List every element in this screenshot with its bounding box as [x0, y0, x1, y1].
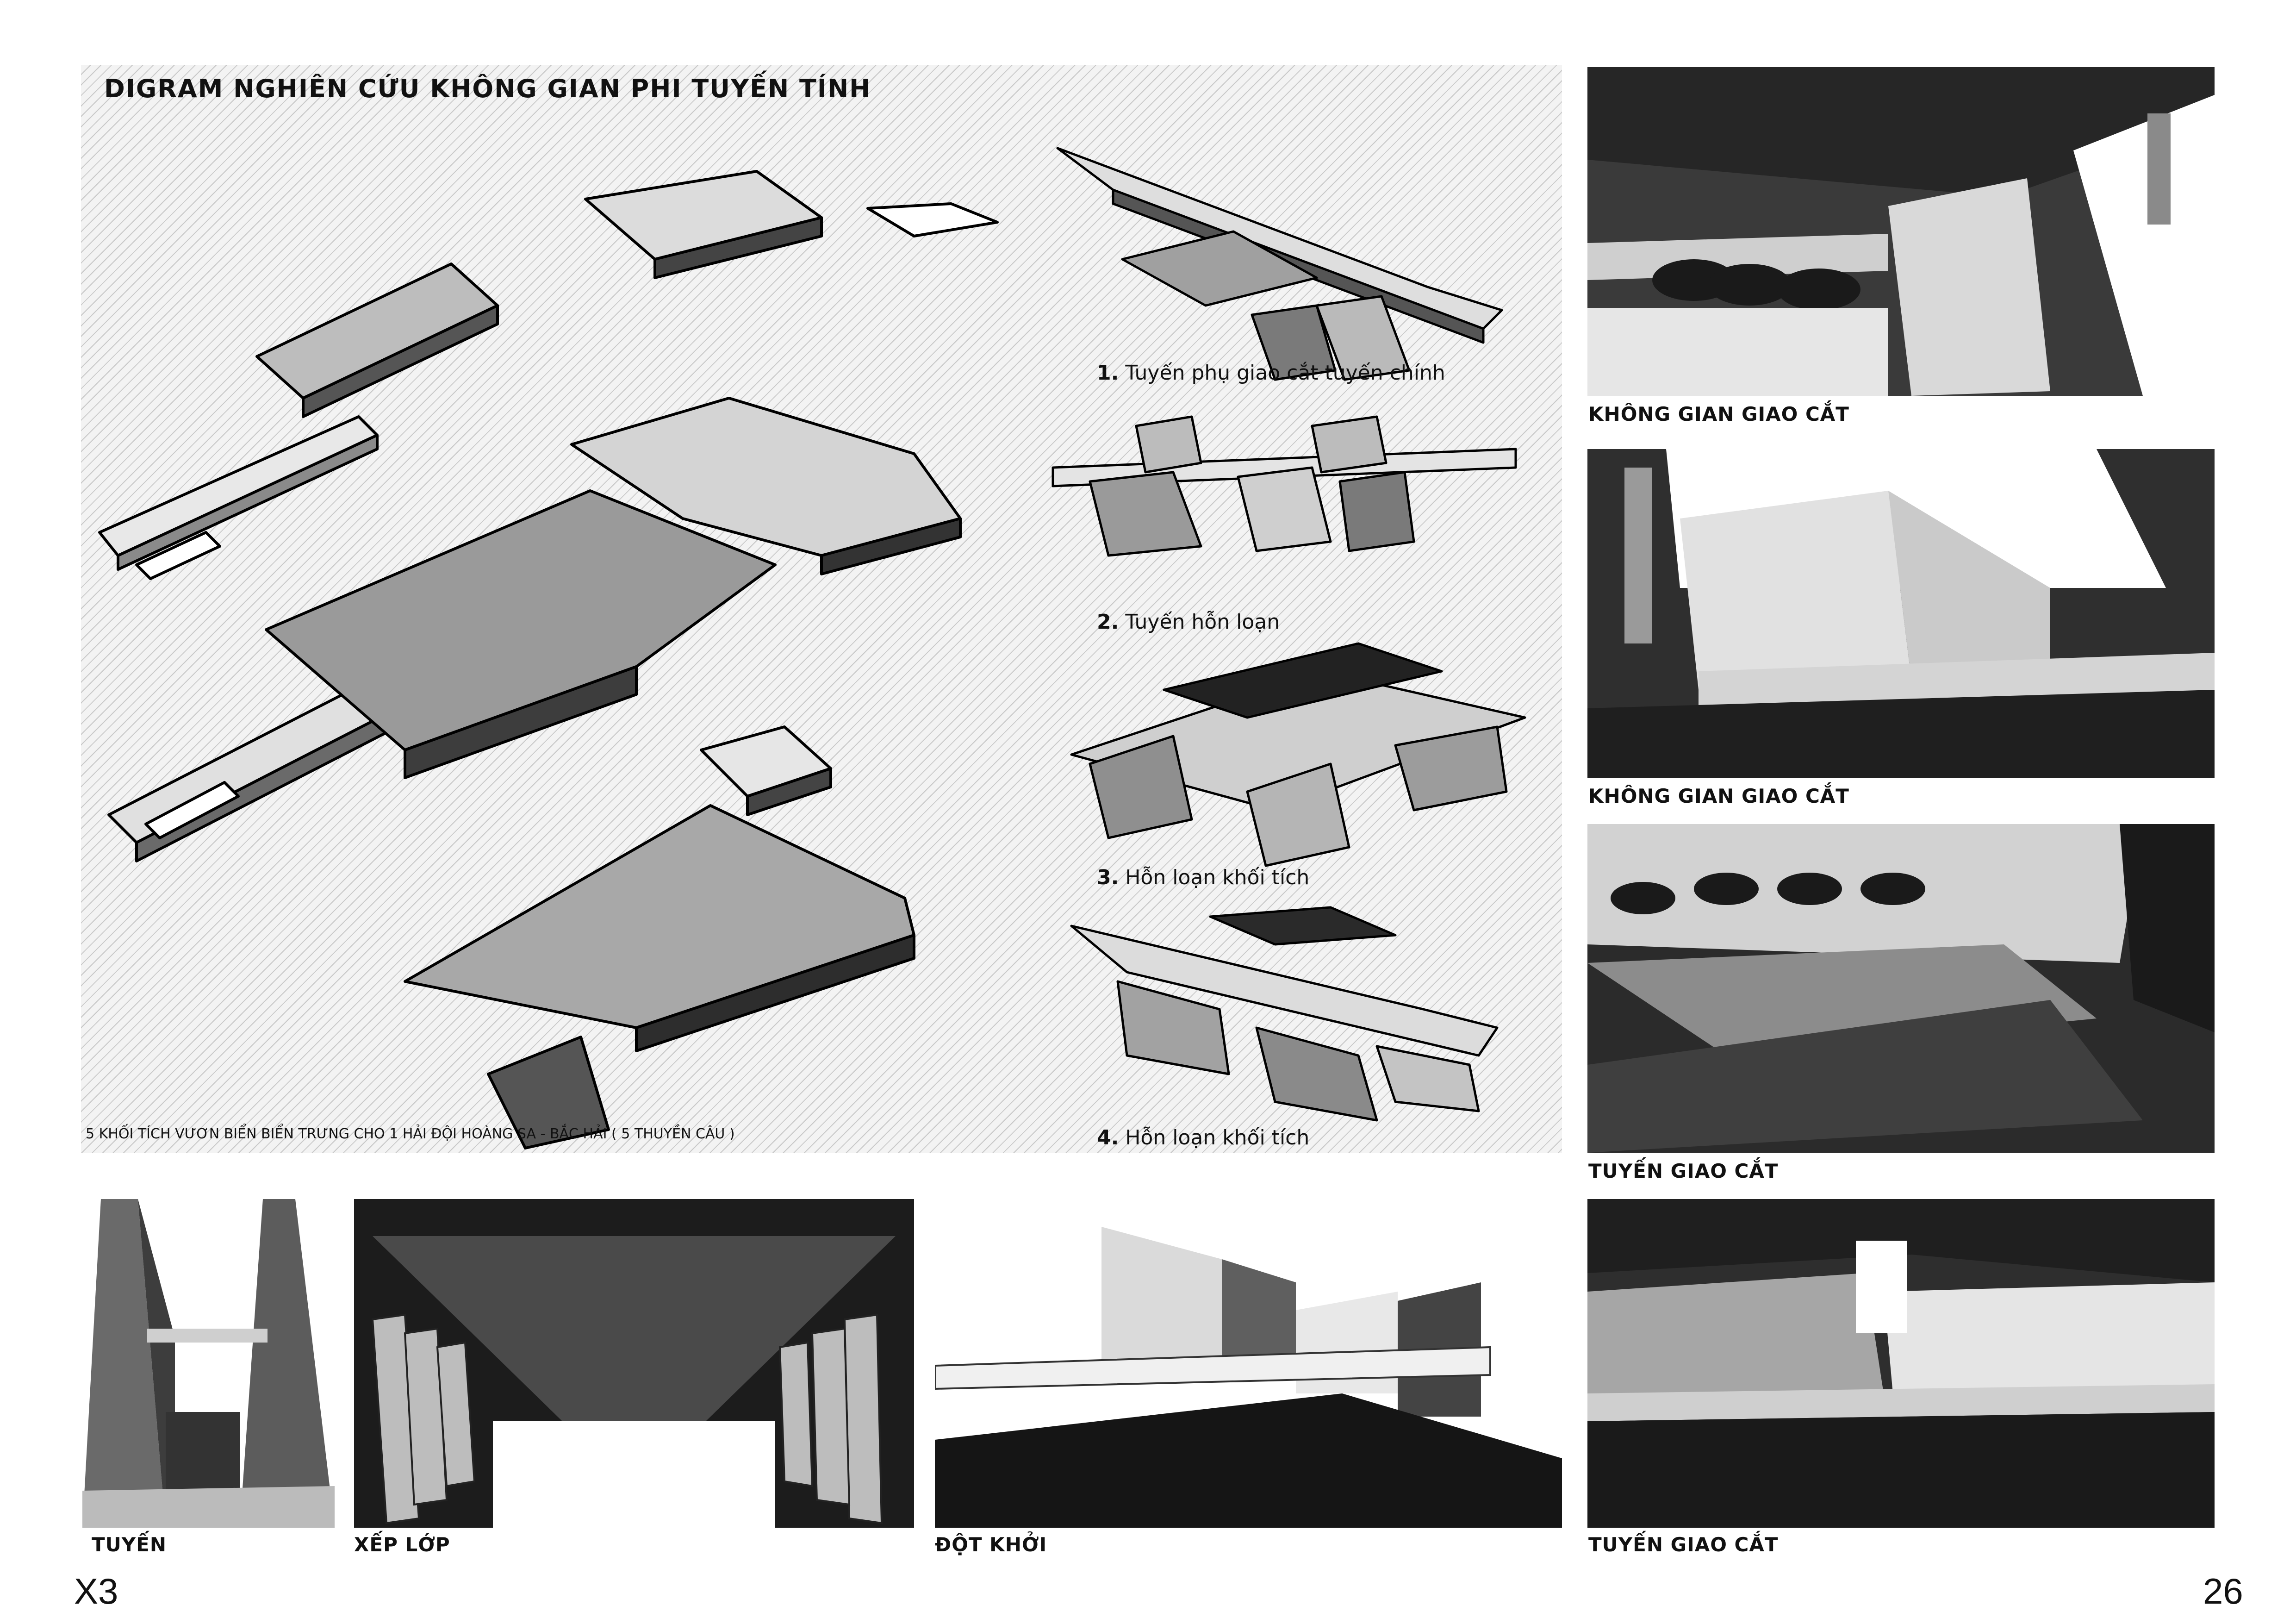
render-intersecting-path-1	[1587, 824, 2215, 1153]
caption-path: TUYẾN	[92, 1533, 167, 1556]
caption-intersection-space-1: KHÔNG GIAN GIAO CẮT	[1588, 403, 1849, 425]
step-1-number: 1.	[1097, 361, 1119, 385]
render-path	[82, 1199, 335, 1528]
step-2-text: Tuyến hỗn loạn	[1125, 610, 1280, 634]
render-intersection-space-2	[1587, 449, 2215, 778]
step-1: 1. Tuyến phụ giao cắt tuyến chính	[1097, 361, 1445, 385]
page-number: 26	[2203, 1571, 2243, 1612]
step-3-number: 3.	[1097, 866, 1119, 889]
diagram-title: DIGRAM NGHIÊN CỨU KHÔNG GIAN PHI TUYẾN T…	[104, 74, 871, 103]
step-3-text: Hỗn loạn khối tích	[1125, 866, 1310, 889]
render-layering	[354, 1199, 914, 1528]
step-1-text: Tuyến phụ giao cắt tuyến chính	[1125, 361, 1445, 385]
step-2: 2. Tuyến hỗn loạn	[1097, 610, 1280, 634]
step-4: 4. Hỗn loạn khối tích	[1097, 1126, 1309, 1149]
axonometric-massing-diagram	[98, 147, 1526, 1149]
caption-layering: XẾP LỚP	[354, 1533, 450, 1556]
step-4-text: Hỗn loạn khối tích	[1125, 1126, 1310, 1149]
step-2-number: 2.	[1097, 610, 1119, 634]
diagram-note: 5 KHỐI TÍCH VƯƠN BIỂN BIỂN TRƯNG CHO 1 H…	[86, 1126, 735, 1142]
render-intersecting-path-2	[1587, 1199, 2215, 1528]
caption-sudden-rise: ĐỘT KHỞI	[935, 1533, 1047, 1556]
step-4-number: 4.	[1097, 1126, 1119, 1149]
caption-intersecting-path-2: TUYẾN GIAO CẮT	[1588, 1533, 1779, 1556]
render-intersection-space-1	[1587, 67, 2215, 396]
footer-left-label: X3	[74, 1571, 118, 1612]
caption-intersection-space-2: KHÔNG GIAN GIAO CẮT	[1588, 785, 1849, 807]
step-3: 3. Hỗn loạn khối tích	[1097, 866, 1309, 889]
render-sudden-rise	[935, 1199, 1562, 1528]
diagram-area: DIGRAM NGHIÊN CỨU KHÔNG GIAN PHI TUYẾN T…	[81, 65, 1562, 1153]
caption-intersecting-path-1: TUYẾN GIAO CẮT	[1588, 1160, 1779, 1182]
